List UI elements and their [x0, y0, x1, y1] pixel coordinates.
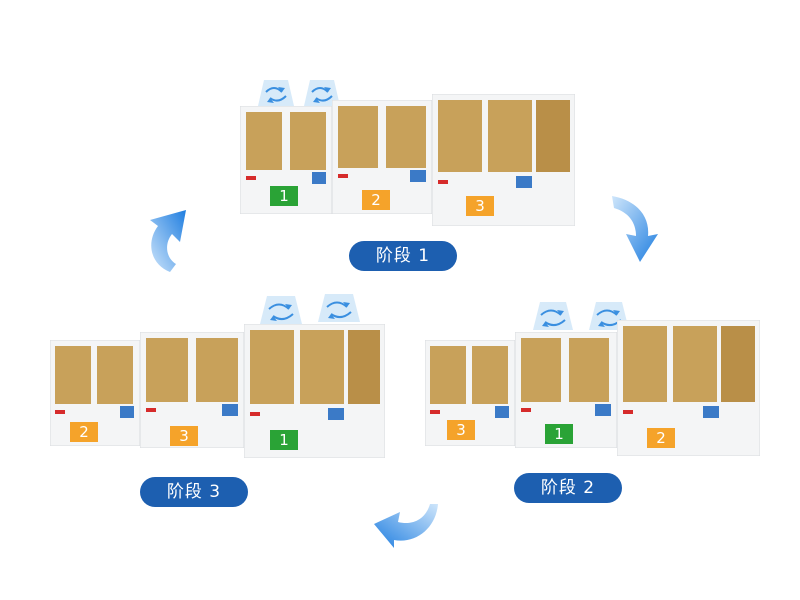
stage-1-unit-group: 1 2 3: [240, 76, 575, 226]
stage-3-unit-group: 2 3 1: [50, 290, 385, 460]
cycle-arrow-icon: [140, 202, 200, 279]
unit-number-badge: 2: [362, 190, 390, 210]
unit-number-badge: 2: [70, 422, 98, 442]
chiller-unit: [244, 324, 385, 458]
chiller-unit: [432, 94, 575, 226]
unit-number-badge: 1: [545, 424, 573, 444]
chiller-unit: [617, 320, 760, 456]
unit-number-badge: 3: [466, 196, 494, 216]
airflow-fan-icon: [300, 76, 344, 111]
cycle-arrow-icon: [606, 192, 666, 269]
unit-number-badge: 1: [270, 430, 298, 450]
stage-3-label: 阶段 3: [140, 477, 248, 507]
stage-1-label: 阶段 1: [349, 241, 457, 271]
chiller-unit: [515, 332, 617, 448]
airflow-fan-icon: [314, 290, 364, 327]
airflow-fan-icon: [256, 292, 306, 329]
unit-number-badge: 1: [270, 186, 298, 206]
stage-2-label: 阶段 2: [514, 473, 622, 503]
cycle-arrow-icon: [372, 500, 442, 555]
airflow-fan-icon: [529, 298, 577, 335]
unit-number-badge: 2: [647, 428, 675, 448]
airflow-fan-icon: [254, 76, 298, 111]
unit-number-badge: 3: [170, 426, 198, 446]
unit-number-badge: 3: [447, 420, 475, 440]
stage-2-unit-group: 3 1 2: [425, 296, 760, 461]
